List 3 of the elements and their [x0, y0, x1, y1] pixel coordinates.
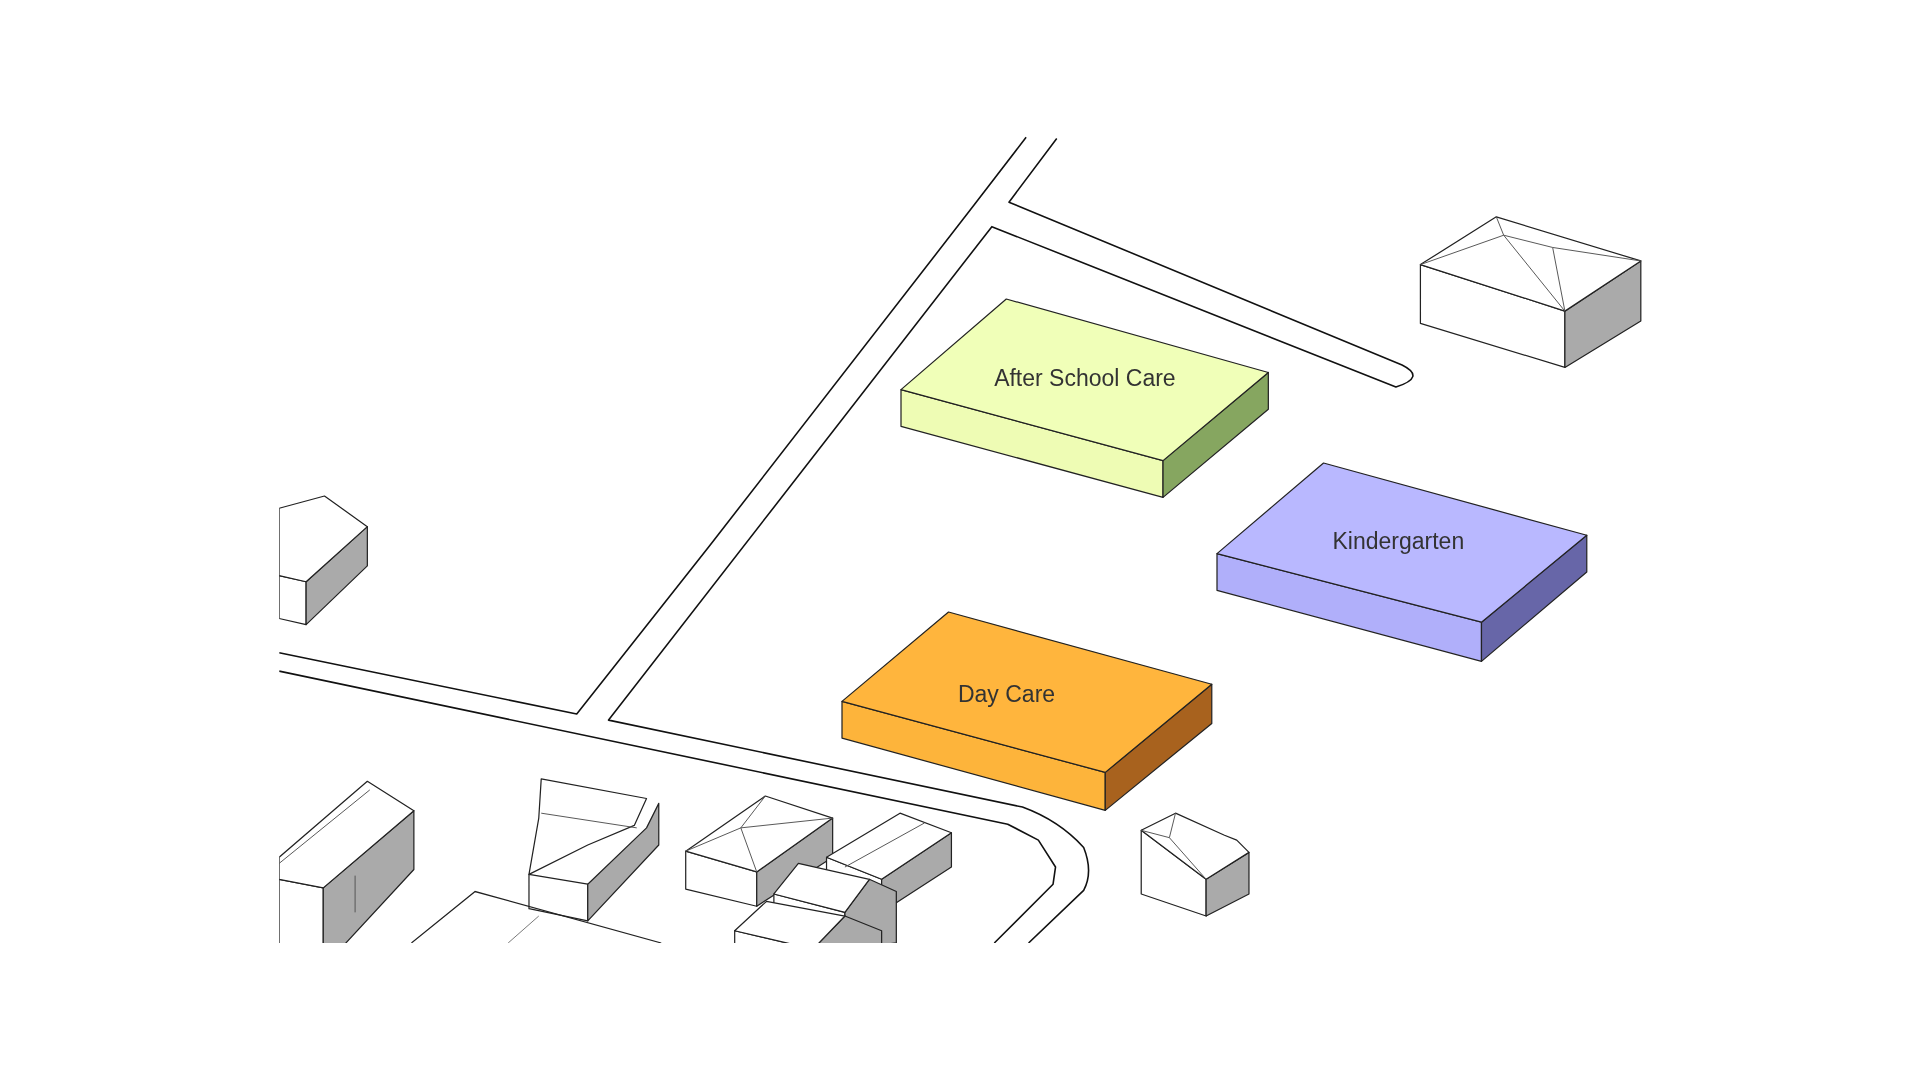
building-label: Kindergarten	[1332, 526, 1465, 556]
building-label: Day Care	[957, 680, 1056, 709]
building-label: After School Care	[994, 364, 1176, 394]
